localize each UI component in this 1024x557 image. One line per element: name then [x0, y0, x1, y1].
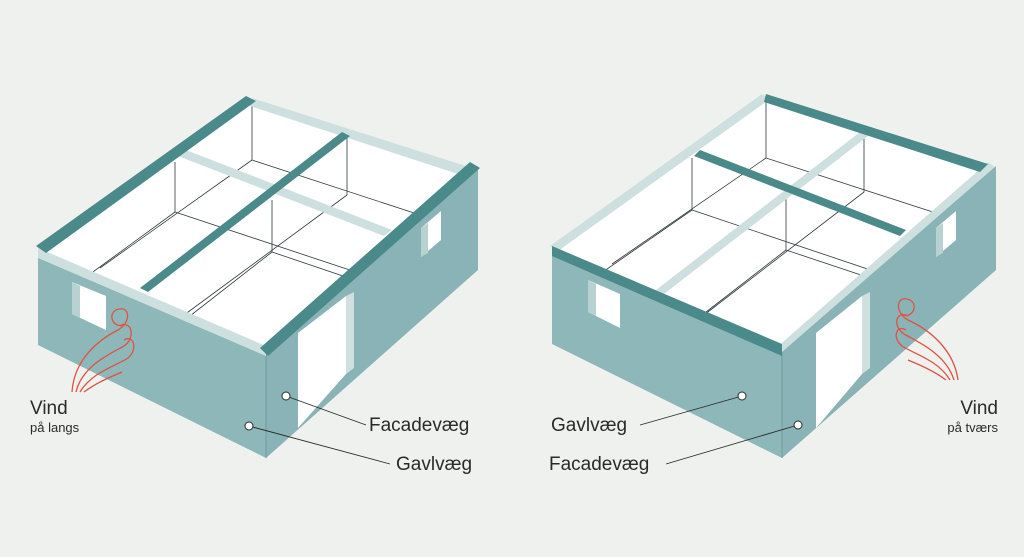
left-window-side	[421, 211, 441, 257]
right-wind-sublabel: på tværs	[947, 420, 998, 435]
left-wind-sublabel: på langs	[30, 420, 80, 435]
right-top-beam-right-facade	[776, 162, 996, 356]
right-center-beam	[656, 132, 868, 294]
right-window-side	[936, 211, 956, 257]
left-wind-icon	[71, 308, 135, 393]
left-door	[298, 296, 346, 428]
right-top-beam-back-gable	[764, 94, 988, 172]
right-door	[816, 296, 862, 428]
left-top-beam-right-facade	[260, 162, 480, 356]
right-gable-dot	[737, 391, 747, 401]
left-top-beam-back	[250, 98, 472, 176]
left-top-beam-front-gable	[38, 248, 266, 356]
right-window-front	[588, 280, 620, 328]
left-tie-beam-1	[178, 150, 392, 236]
right-facade-label: Facadevæg	[549, 454, 649, 475]
right-top-beam-left-facade	[550, 94, 770, 251]
left-top-beam-left-facade	[36, 96, 256, 253]
left-gable-label: Gavlvæg	[396, 454, 472, 475]
left-facade-dot	[281, 391, 291, 401]
left-building	[36, 96, 480, 465]
right-top-beam-front-gable	[552, 246, 782, 356]
right-facade-dot	[793, 420, 803, 430]
right-gable-label: Gavlvæg	[551, 415, 627, 436]
left-gable-dot	[244, 421, 254, 431]
right-building	[550, 94, 996, 465]
right-wind-icon	[895, 298, 959, 381]
left-center-beam	[140, 132, 350, 292]
left-wind-label: Vind	[30, 398, 68, 419]
right-tie-beam	[694, 150, 906, 236]
right-wind-label: Vind	[960, 398, 998, 419]
right-floor	[552, 96, 986, 350]
left-window-front	[72, 282, 106, 330]
left-facade-label: Facadevæg	[369, 415, 469, 436]
